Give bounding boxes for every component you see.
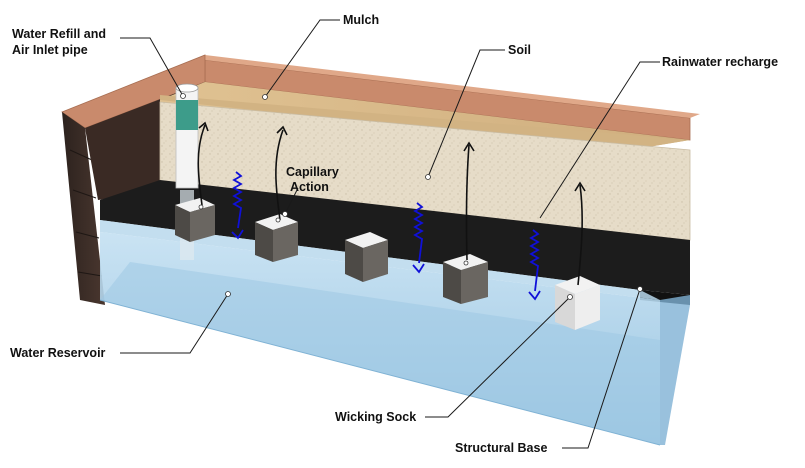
label-soil: Soil xyxy=(508,43,531,57)
wavy-arrow-down-icon xyxy=(413,202,424,264)
left-wall-plank-1 xyxy=(69,149,93,161)
soil-top xyxy=(160,95,690,150)
rain-arrows xyxy=(231,171,541,301)
dot-soil xyxy=(425,174,431,180)
leader-structural-base xyxy=(562,288,641,449)
label-structural-base: Structural Base xyxy=(455,441,547,455)
leader-wicking-sock xyxy=(425,296,571,418)
leader-soil xyxy=(427,49,505,178)
left-wall-plank-3 xyxy=(75,231,100,239)
pipe-top xyxy=(175,83,199,93)
label-water-refill-line1: Water Refill and xyxy=(12,27,106,41)
wicking-block-3 xyxy=(345,232,388,282)
pipe-band xyxy=(176,100,198,130)
dot-block-2 xyxy=(275,217,281,223)
water-front-step xyxy=(100,262,660,445)
leader-water-reservoir xyxy=(120,293,229,354)
dot-capillary xyxy=(282,211,288,217)
left-wall-plank-2 xyxy=(72,189,97,199)
arrow-up-icon xyxy=(574,181,586,192)
membrane-layer xyxy=(100,180,690,295)
label-wicking-sock: Wicking Sock xyxy=(335,410,416,424)
leader-water-refill xyxy=(120,37,184,97)
wavy-arrow-down-icon xyxy=(529,229,540,292)
arrow-up-icon xyxy=(197,124,206,206)
dot-mulch xyxy=(262,94,268,100)
wicking-blocks xyxy=(175,198,600,330)
arrow-up-icon xyxy=(465,144,470,261)
label-water-reservoir: Water Reservoir xyxy=(10,346,106,360)
dot-block-1 xyxy=(198,204,204,210)
water-edge-line xyxy=(99,299,661,446)
label-capillary-line1: Capillary xyxy=(286,165,339,179)
dot-block-4 xyxy=(463,260,469,266)
left-wall-plank-4 xyxy=(77,271,103,277)
back-rim-top xyxy=(205,55,700,118)
leader-lines xyxy=(120,19,660,449)
dot-wicking-sock xyxy=(567,294,573,300)
wicking-block-2 xyxy=(255,214,298,262)
arrow-up-icon xyxy=(198,121,209,132)
dot-water-refill xyxy=(180,93,186,99)
capillary-arrows xyxy=(197,121,586,286)
leader-mulch xyxy=(264,19,340,98)
wicking-block-1 xyxy=(175,198,215,242)
arrow-up-icon xyxy=(276,125,288,136)
label-capillary-line2: Action xyxy=(290,180,329,194)
label-rainwater-recharge: Rainwater recharge xyxy=(662,55,778,69)
leader-rainwater xyxy=(539,61,660,219)
arrow-up-icon xyxy=(463,141,475,152)
wavy-arrow-down-icon xyxy=(232,171,243,229)
label-water-refill-line2: Air Inlet pipe xyxy=(12,43,88,57)
label-mulch: Mulch xyxy=(343,13,379,27)
arrow-up-icon xyxy=(275,129,284,221)
wavy-arrow-down-icon xyxy=(412,263,425,274)
arrow-up-icon xyxy=(577,184,583,286)
leader-capillary xyxy=(284,187,299,215)
wavy-arrow-down-icon xyxy=(528,290,541,301)
dot-structural-base xyxy=(637,286,643,292)
right-wall xyxy=(660,295,690,445)
wavy-arrow-down-icon xyxy=(231,229,244,240)
labels: Water Refill and Air Inlet pipe Mulch So… xyxy=(10,13,778,455)
left-wall xyxy=(62,112,105,305)
dot-water-reservoir xyxy=(225,291,231,297)
